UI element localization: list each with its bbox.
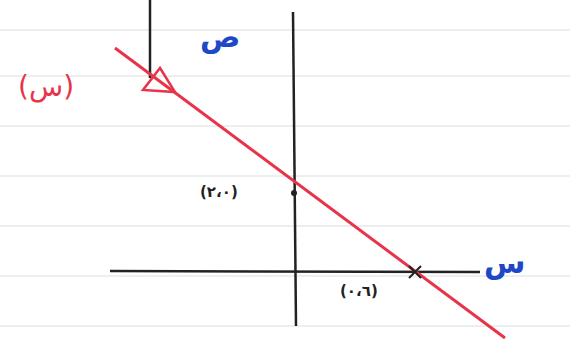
intercept-dot	[291, 190, 297, 196]
intercept-label: (٠،٦)	[340, 283, 378, 300]
red-line	[115, 48, 505, 338]
intercept-cross	[409, 266, 421, 278]
vertical-line	[149, 0, 152, 78]
x-axis	[110, 271, 480, 272]
y-axis	[293, 12, 296, 326]
y-axis-label: ص	[200, 20, 240, 53]
triangle-marker	[143, 68, 175, 92]
x-axis-label: س	[484, 246, 525, 279]
intercept-label: (٢،٠)	[200, 184, 238, 201]
ruled-paper-lines	[0, 30, 570, 326]
point-label: (س)	[18, 72, 74, 103]
